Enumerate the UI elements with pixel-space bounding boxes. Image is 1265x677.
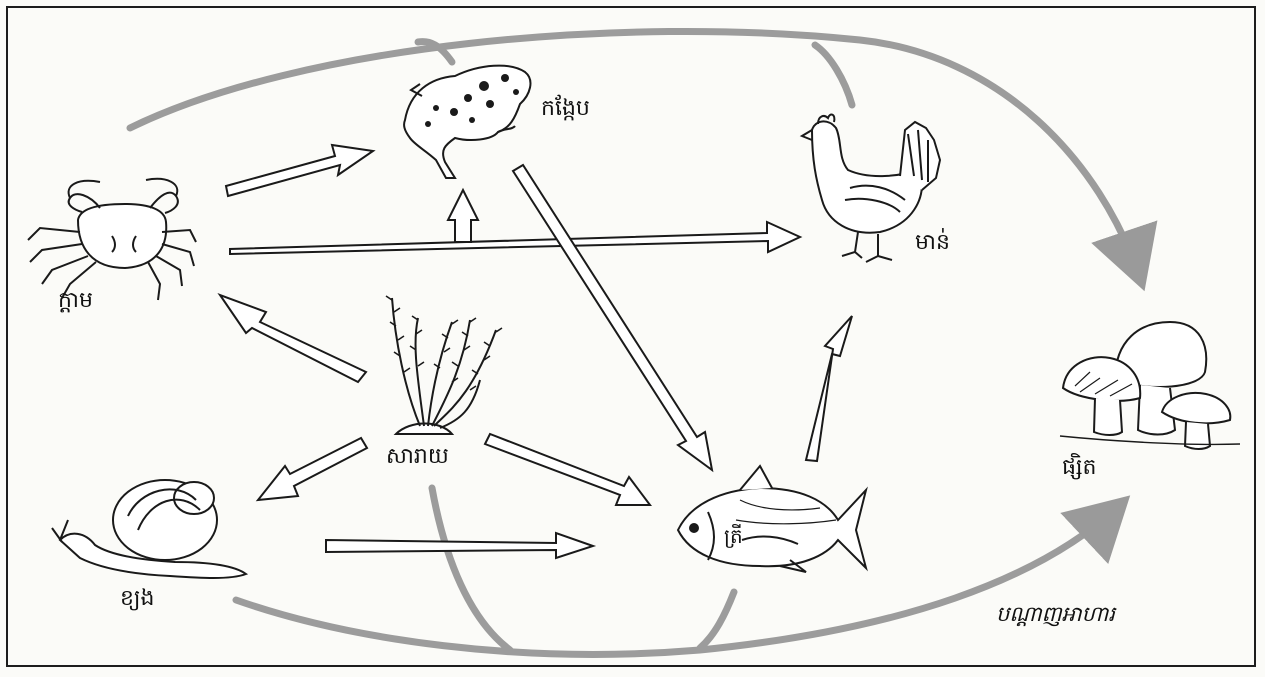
crab-label: ក្ដាម: [58, 290, 93, 312]
arrow-fish-to-chicken: [806, 316, 852, 461]
frog-label: កង្កែប: [541, 98, 590, 120]
arrow-plant-to-fish: [485, 434, 650, 505]
water-plant-icon: [386, 296, 502, 434]
arc-bottom-to-mushroom: [236, 505, 1120, 654]
arrow-frog-to-fish: [513, 165, 712, 470]
diagram-title: បណ្ដាញអាហារ: [996, 604, 1115, 625]
arc-plant-to-bottom: [432, 488, 510, 650]
arrow-plant-to-snail: [258, 438, 367, 500]
mushroom-label: ផ្សិត: [1062, 457, 1096, 479]
crab-icon: [28, 179, 196, 300]
arrow-plant-to-crab: [220, 295, 366, 382]
arrow-snail-to-fish: [326, 533, 593, 558]
arc-chicken-to-arc: [815, 45, 852, 105]
mushroom-icon: [1060, 322, 1240, 449]
arrow-plant-to-frog: [448, 190, 478, 242]
arc-fish-to-bottom: [700, 592, 734, 648]
snail-icon: [52, 480, 246, 578]
fish-label: ត្រី: [724, 526, 743, 546]
frog-icon: [404, 66, 530, 178]
snail-label: ខ្យង: [120, 588, 154, 610]
chicken-label: មាន់: [915, 232, 950, 254]
arrow-crab-to-frog: [226, 145, 373, 196]
fish-icon: [678, 466, 866, 572]
arrow-crab-to-chicken: [230, 222, 800, 254]
plant-label: សារាយ: [386, 446, 449, 468]
